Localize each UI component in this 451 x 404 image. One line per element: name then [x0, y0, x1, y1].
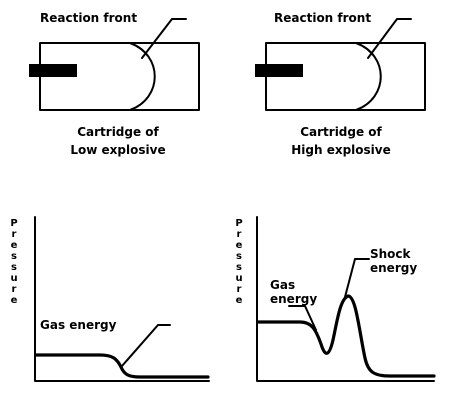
y-axis-label-letter: s	[11, 251, 17, 262]
y-axis-label-letter: e	[11, 295, 18, 306]
y-axis-label-letter: r	[12, 284, 17, 295]
cartridge-caption-line1: Cartridge of	[300, 125, 382, 139]
shock-energy-label-line1: Shock	[370, 247, 412, 261]
cartridge-caption-line2: Low explosive	[70, 143, 165, 157]
gas-energy-leader	[121, 324, 171, 367]
gas-energy-curve	[34, 353, 210, 379]
y-axis-label-letter: e	[11, 240, 18, 251]
reaction-front-label: Reaction front	[274, 11, 371, 25]
shock-energy-leader	[344, 258, 370, 298]
reaction-front-label: Reaction front	[40, 11, 137, 25]
y-axis-label-letter: s	[11, 262, 17, 273]
gas-energy-label-line2: energy	[270, 292, 317, 306]
high-explosive-cartridge: Reaction front Cartridge of High explosi…	[255, 11, 426, 157]
y-axis-label-letter: r	[237, 284, 242, 295]
shock-energy-label-line2: energy	[370, 261, 417, 275]
y-axis-label-letter: e	[236, 295, 243, 306]
y-axis-label-letter: s	[236, 262, 242, 273]
pressure-curve	[256, 294, 436, 378]
axes	[34, 216, 210, 382]
axes	[256, 216, 435, 382]
reaction-front-curve	[355, 42, 382, 111]
y-axis-label-letter: r	[12, 229, 17, 240]
reaction-front-leader	[141, 18, 187, 59]
low-explosive-cartridge: Reaction front Cartridge of Low explosiv…	[29, 11, 200, 157]
y-axis-label-letter: u	[235, 273, 242, 284]
y-axis-label-letter: r	[237, 229, 242, 240]
gas-energy-label-line1: Gas	[270, 278, 295, 292]
cartridge-caption-line1: Cartridge of	[77, 125, 159, 139]
y-axis-label-letter: e	[236, 240, 243, 251]
reaction-front-leader	[367, 18, 412, 59]
y-axis-label-letter: s	[236, 251, 242, 262]
y-axis-label-letter: P	[235, 218, 242, 229]
detonator	[255, 64, 303, 77]
gas-energy-label: Gas energy	[40, 318, 117, 332]
reaction-front-curve	[129, 42, 156, 111]
detonator	[29, 64, 77, 77]
y-axis-label-letter: P	[10, 218, 17, 229]
cartridge-caption-line2: High explosive	[291, 143, 391, 157]
y-axis-label-letter: u	[10, 273, 17, 284]
gas-energy-leader	[288, 305, 317, 331]
